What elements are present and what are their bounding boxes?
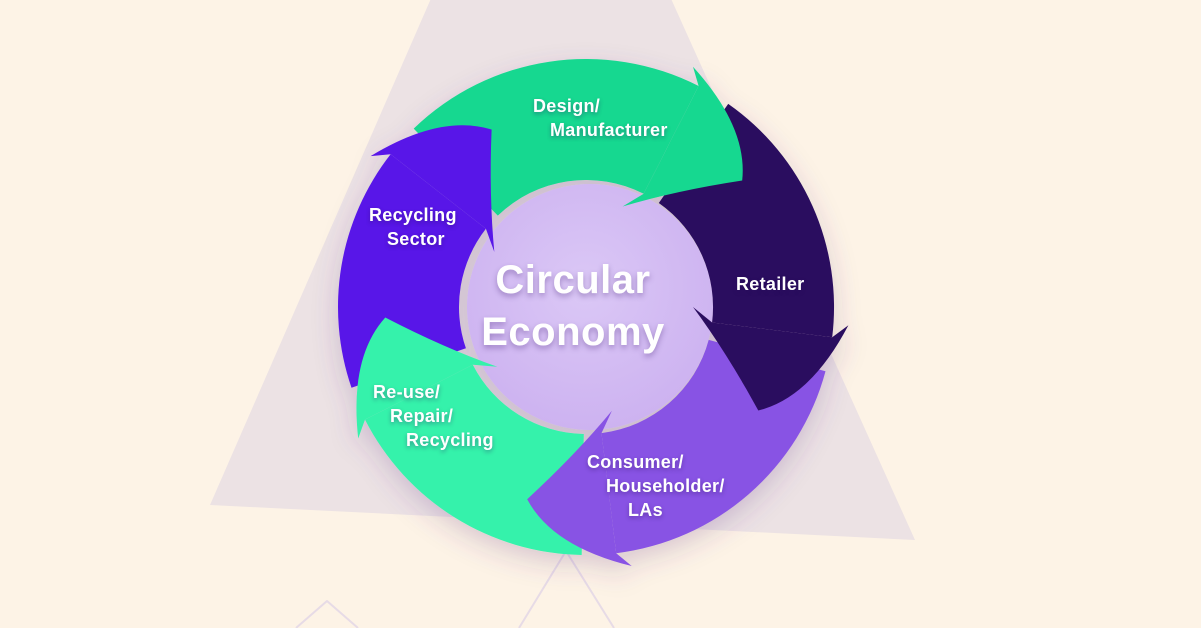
arrow-reuse-repair-recycling-body <box>365 364 584 555</box>
center-circle <box>467 184 713 430</box>
label-line: Retailer <box>736 274 805 294</box>
label-line: Consumer/ <box>587 452 684 472</box>
label-line: Design/ <box>533 96 601 116</box>
label-line: Re-use/ <box>373 382 441 402</box>
diagram-title-line: Circular <box>495 258 651 302</box>
label-line: Manufacturer <box>550 120 668 140</box>
label-line: LAs <box>628 500 663 520</box>
label-line: Repair/ <box>390 406 454 426</box>
arrow-recycling-sector-body <box>338 154 486 388</box>
diagram-title: Circular Economy <box>438 254 708 358</box>
label-line: Householder/ <box>606 476 725 496</box>
arrow-consumer-householder-las-head <box>527 410 632 566</box>
label-reuse-repair-recycling: Re-use/ Repair/ Recycling <box>373 380 494 452</box>
arrow-recycling-sector-head <box>370 125 495 252</box>
label-line: Recycling <box>369 205 457 225</box>
arrow-design-manufacturer-head <box>622 66 743 207</box>
outline-triangle-small <box>295 600 359 628</box>
arrow-retailer-head <box>693 307 849 411</box>
label-line: Sector <box>387 229 445 249</box>
diagram-title-line: Economy <box>481 310 665 354</box>
label-design-manufacturer: Design/ Manufacturer <box>533 94 668 142</box>
label-retailer: Retailer <box>736 272 804 296</box>
arrow-reuse-repair-recycling-head <box>356 317 498 439</box>
label-line: Recycling <box>406 430 494 450</box>
label-consumer-householder-las: Consumer/ Householder/ LAs <box>587 450 725 522</box>
label-recycling-sector: Recycling Sector <box>369 203 457 251</box>
